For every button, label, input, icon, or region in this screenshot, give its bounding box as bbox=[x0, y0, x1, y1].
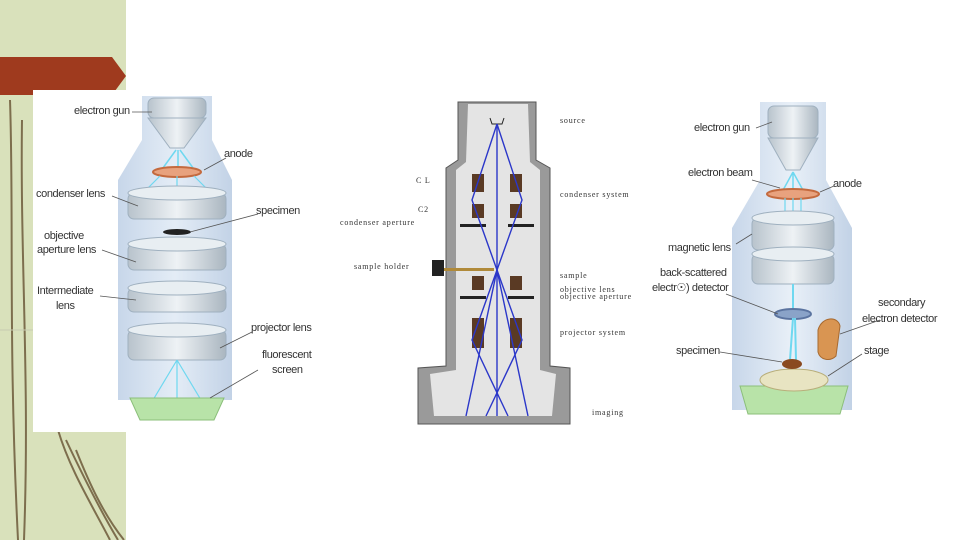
backscatter-detector-ring bbox=[774, 308, 812, 320]
label-electron-gun-3: electron gun bbox=[694, 122, 750, 134]
label-projector-system: projector system bbox=[560, 328, 626, 337]
sem-electron-gun-shape bbox=[767, 105, 819, 139]
label-electron-beam-3: electron beam bbox=[688, 167, 753, 179]
label-secondary-3: secondary bbox=[878, 297, 926, 309]
aperture-plates bbox=[460, 224, 534, 299]
label-sample: sample bbox=[560, 271, 588, 280]
label-objective-lens: objective lens bbox=[560, 285, 616, 294]
label-imaging: imaging bbox=[592, 408, 624, 417]
label-fluorescent-1: fluorescent bbox=[262, 349, 312, 361]
label-specimen-1: specimen bbox=[256, 205, 300, 217]
label-cl: C L bbox=[416, 176, 431, 185]
label-projector-lens-1: projector lens bbox=[251, 322, 312, 334]
label-condenser-aperture: condenser aperture bbox=[340, 218, 416, 227]
label-stage-3: stage bbox=[864, 345, 889, 357]
intermediate-lens-shape bbox=[127, 280, 227, 313]
label-intermediate-lens-1: lens bbox=[56, 300, 75, 312]
projector-lens-shape bbox=[127, 322, 227, 361]
label-aperture-lens-1: aperture lens bbox=[37, 244, 97, 256]
specimen-ant bbox=[782, 359, 802, 369]
fluorescent-screen-shape bbox=[129, 397, 225, 421]
label-electron-gun-1: electron gun bbox=[74, 105, 130, 117]
label-backscattered-3: back-scattered bbox=[660, 267, 727, 279]
label-specimen-3: specimen bbox=[676, 345, 720, 357]
sem-anode-ring bbox=[766, 188, 820, 200]
magnetic-lens-upper bbox=[751, 210, 835, 251]
label-anode-3: anode bbox=[833, 178, 862, 190]
label-condenser-lens-1: condenser lens bbox=[36, 188, 106, 200]
label-magnetic-lens-3: magnetic lens bbox=[668, 242, 731, 254]
magnetic-lens-lower bbox=[751, 246, 835, 285]
condenser-lens-shape bbox=[127, 185, 227, 220]
label-sample-holder: sample holder bbox=[354, 262, 410, 271]
electron-rays bbox=[465, 123, 529, 417]
stage-pedestal bbox=[759, 368, 829, 392]
label-secondary-detector-3: electron detector bbox=[862, 313, 938, 325]
objective-lens-shape bbox=[127, 236, 227, 271]
label-detector-3: electr☉) detector bbox=[652, 282, 729, 294]
decorative-grass-lines bbox=[9, 99, 125, 540]
coil-blocks bbox=[472, 174, 522, 348]
label-anode-1: anode bbox=[224, 148, 253, 160]
sample-holder-rod bbox=[444, 268, 494, 271]
sample-holder-knob bbox=[432, 260, 444, 276]
electron-gun-cone bbox=[147, 117, 207, 149]
label-c2: C2 bbox=[418, 205, 429, 214]
label-source: source bbox=[560, 116, 586, 125]
specimen-disc bbox=[163, 229, 191, 235]
label-screen-1: screen bbox=[272, 364, 303, 376]
secondary-detector-shape bbox=[817, 318, 841, 360]
label-objective-aperture: objective aperture bbox=[560, 292, 632, 301]
label-objective-1: objective bbox=[44, 230, 84, 242]
label-intermediate-1: Intermediate bbox=[37, 285, 94, 297]
accent-arrow-tab bbox=[0, 57, 126, 95]
label-condenser-system: condenser system bbox=[560, 190, 630, 199]
